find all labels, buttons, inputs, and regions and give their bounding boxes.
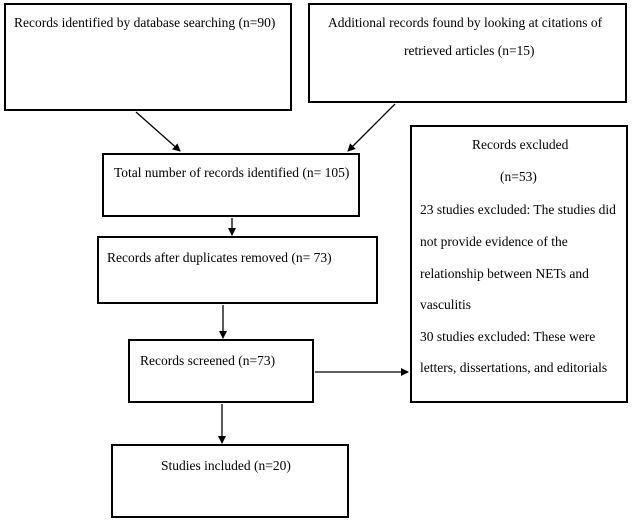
label-additional-records-line2: retrieved articles (n=15) (404, 43, 535, 58)
label-included: Studies included (n=20) (161, 458, 291, 473)
label-excluded-reason2-line2: letters, dissertations, and editorials (420, 360, 608, 375)
label-additional-records-line1: Additional records found by looking at c… (328, 15, 603, 30)
box-included: Studies included (n=20) (111, 444, 349, 518)
arrow-additional-to-total (347, 103, 396, 152)
box-total-identified: Total number of records identified (n= 1… (102, 153, 360, 217)
label-screened: Records screened (n=73) (140, 353, 276, 368)
box-screened: Records screened (n=73) (128, 339, 314, 403)
box-duplicates-removed: Records after duplicates removed (n= 73) (97, 236, 378, 304)
box-database-search: Records identified by database searching… (4, 3, 292, 111)
box-excluded: Records excluded (n=53) 23 studies exclu… (410, 125, 628, 403)
label-excluded-reason1-line4: vasculitis (420, 297, 471, 312)
label-total-identified: Total number of records identified (n= 1… (114, 165, 350, 180)
label-excluded-reason1-line3: relationship between NETs and (420, 266, 589, 281)
label-excluded-count: (n=53) (500, 169, 537, 184)
arrow-database-to-total (135, 111, 181, 152)
label-duplicates-removed: Records after duplicates removed (n= 73) (107, 250, 332, 265)
label-excluded-title: Records excluded (472, 137, 569, 152)
box-additional-records: Additional records found by looking at c… (308, 3, 627, 103)
label-excluded-reason1-line2: not provide evidence of the (420, 234, 568, 249)
label-excluded-reason1-line1: 23 studies excluded: The studies did (420, 202, 616, 217)
label-database-search: Records identified by database searching… (14, 15, 276, 30)
label-excluded-reason2-line1: 30 studies excluded: These were (420, 329, 596, 344)
